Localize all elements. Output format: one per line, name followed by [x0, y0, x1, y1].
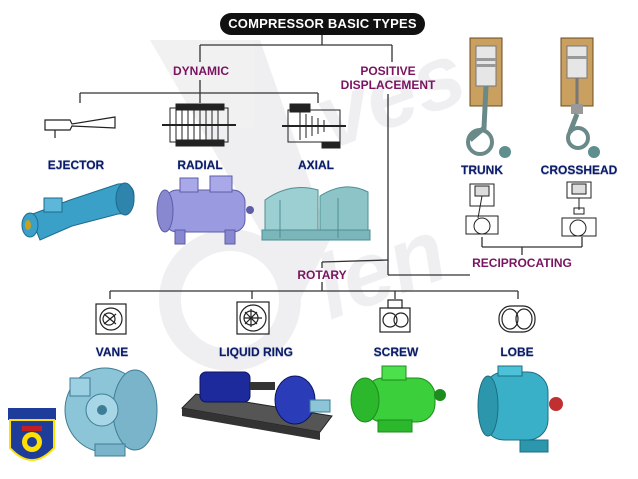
screw-render: [350, 365, 446, 433]
category-rotary: ROTARY: [297, 268, 347, 282]
axial-render: [261, 186, 371, 241]
diagram-title: COMPRESSOR BASIC TYPES: [220, 13, 425, 35]
trunk-piston-icon: [466, 37, 511, 158]
liquid-ring-diagram-icon: [236, 301, 270, 335]
crosshead-diagram-icon: [561, 181, 597, 237]
ejector-diagram-icon: [44, 116, 116, 138]
label-vane: VANE: [95, 345, 129, 359]
label-trunk: TRUNK: [461, 163, 503, 177]
liquid-ring-render: [180, 371, 333, 440]
category-reciprocating: RECIPROCATING: [472, 256, 572, 270]
lobe-diagram-icon: [498, 305, 536, 333]
category-positive-displacement: POSITIVE DISPLACEMENT: [340, 64, 436, 92]
crosshead-piston-icon: [560, 37, 600, 158]
label-screw: SCREW: [373, 345, 419, 359]
category-dynamic: DYNAMIC: [173, 64, 229, 78]
label-axial: AXIAL: [298, 158, 334, 172]
radial-compressor-diagram-icon: [162, 103, 236, 147]
label-liquid-ring: LIQUID RING: [219, 345, 293, 359]
label-crosshead: CROSSHEAD: [540, 163, 618, 177]
trunk-diagram-icon: [465, 183, 499, 235]
ejector-render: [21, 182, 135, 241]
axial-compressor-diagram-icon: [282, 103, 346, 149]
institution-logo: [8, 408, 56, 461]
vane-render: [64, 367, 158, 457]
label-lobe: LOBE: [500, 345, 534, 359]
lobe-render: [477, 365, 563, 453]
radial-render: [156, 175, 254, 245]
label-radial: RADIAL: [177, 158, 223, 172]
connector-lines: [79, 35, 583, 299]
screw-diagram-icon: [379, 299, 411, 333]
vane-diagram-icon: [95, 303, 127, 335]
label-ejector: EJECTOR: [47, 158, 105, 172]
